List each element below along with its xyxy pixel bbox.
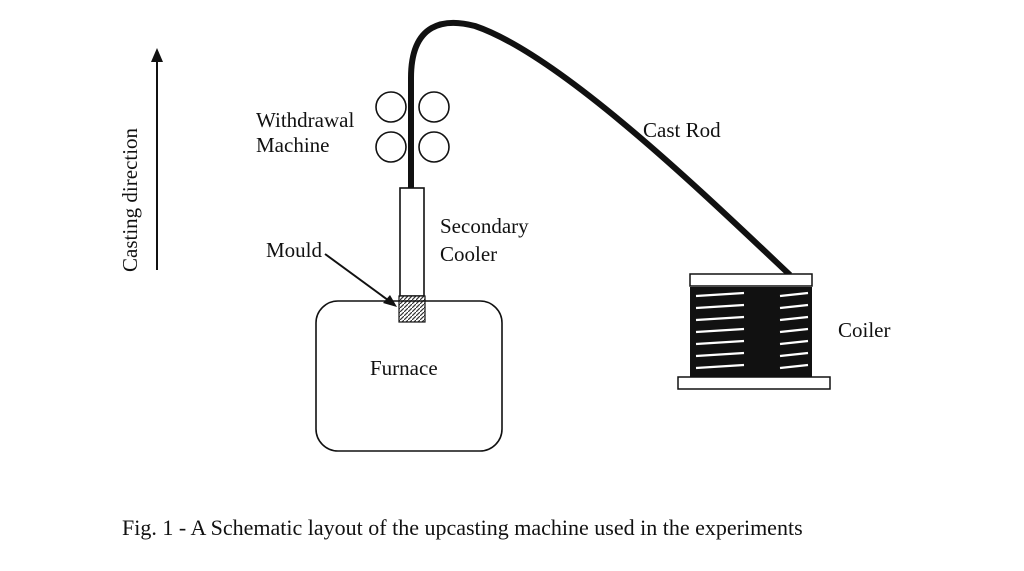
coiler-base-plate — [677, 376, 831, 390]
mould-pointer-arrowhead — [383, 295, 397, 307]
coiler-windings — [695, 291, 809, 370]
withdrawal-roller-top-right — [418, 91, 450, 123]
withdrawal-roller-bottom-left — [375, 131, 407, 163]
coiler-top-plate — [689, 273, 813, 287]
casting-direction-arrowhead — [151, 48, 163, 62]
withdrawal-label-line2: Machine — [256, 133, 330, 157]
casting-direction-label: Casting direction — [118, 127, 142, 272]
mould — [398, 295, 426, 323]
coiler-label: Coiler — [838, 318, 891, 342]
cast-rod — [408, 19, 793, 278]
secondary-cooler-label-line2: Cooler — [440, 242, 498, 266]
cast-rod-label: Cast Rod — [643, 118, 721, 142]
withdrawal-roller-bottom-right — [418, 131, 450, 163]
mould-label: Mould — [266, 238, 323, 262]
secondary-cooler — [399, 187, 425, 297]
withdrawal-label-line1: Withdrawal — [256, 108, 355, 132]
secondary-cooler-label-line1: Secondary — [440, 214, 529, 238]
furnace — [315, 300, 503, 452]
furnace-label: Furnace — [370, 356, 438, 380]
mould-pointer — [324, 253, 393, 304]
withdrawal-roller-top-left — [375, 91, 407, 123]
figure-caption: Fig. 1 - A Schematic layout of the upcas… — [122, 515, 803, 540]
